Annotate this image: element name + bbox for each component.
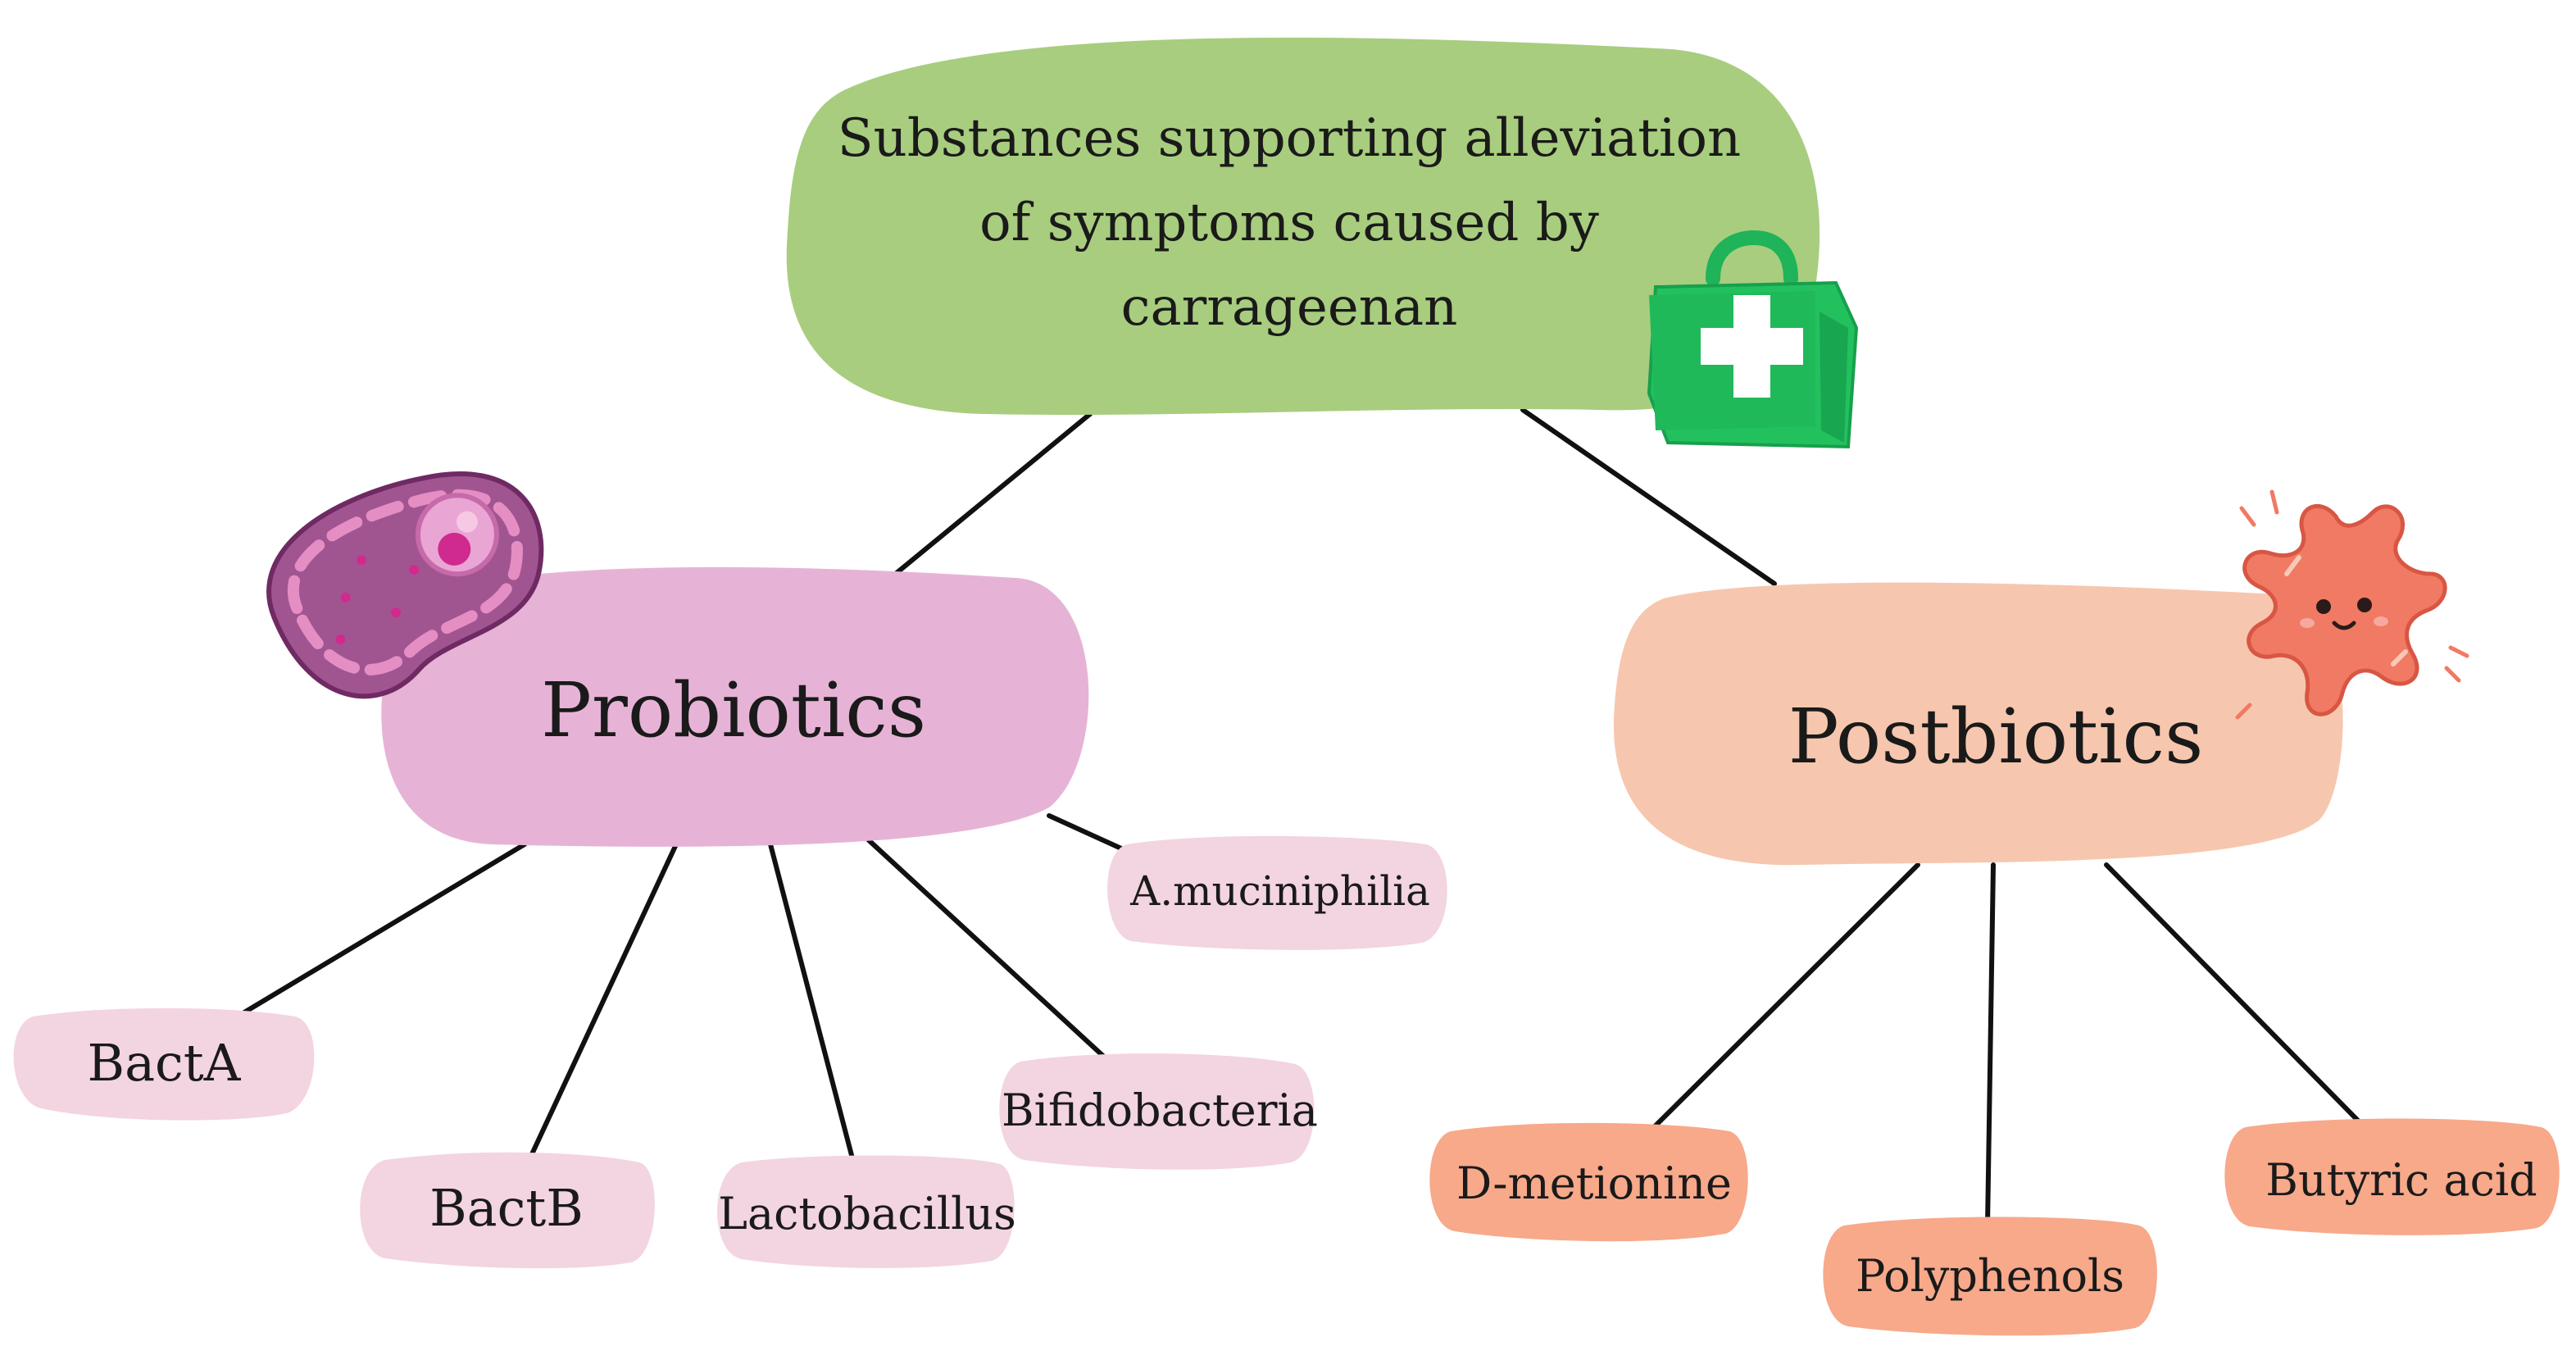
- postbiotics-blob: [1613, 582, 2343, 866]
- leaf-label-polyphenols: Polyphenols: [1856, 1250, 2124, 1302]
- root-line-1: Substances supporting alleviation: [838, 108, 1741, 169]
- leaf-bactb: BactB: [360, 1152, 655, 1269]
- root-line-3: carrageenan: [1121, 277, 1458, 338]
- root-line-2: of symptoms caused by: [979, 193, 1599, 253]
- root-blob: [786, 37, 1820, 416]
- postbiotics-label: Postbiotics: [1788, 693, 2204, 780]
- connector-dmetionine: [1651, 862, 1920, 1130]
- probiotics-blob: [381, 566, 1089, 847]
- connector-amuciniphilia: [1047, 813, 1124, 851]
- connectors: [242, 407, 2363, 1228]
- leaf-label-lactobacillus: Lactobacillus: [718, 1188, 1016, 1239]
- connector-root-probiotics: [881, 412, 1093, 586]
- germ-icon: [2235, 489, 2469, 720]
- leaf-label-bifidobacteria: Bifidobacteria: [1002, 1085, 1318, 1136]
- connector-root-postbiotics: [1520, 407, 1777, 586]
- probiotics-label: Probiotics: [541, 666, 926, 754]
- connector-butyric: [2104, 862, 2363, 1126]
- leaf-bifidobacteria: Bifidobacteria: [999, 1053, 1318, 1170]
- bacterium-icon: [266, 471, 544, 699]
- leaf-butyric: Butyric acid: [2224, 1118, 2560, 1235]
- postbiotics-node: Postbiotics: [1613, 582, 2343, 866]
- leaf-label-bactb: BactB: [429, 1178, 584, 1238]
- leaf-label-amuciniphilia: A.muciniphilia: [1129, 867, 1430, 915]
- connector-polyphenols: [1985, 862, 1996, 1228]
- connector-lactobacillus: [768, 842, 855, 1161]
- leaf-lactobacillus: Lactobacillus: [717, 1155, 1016, 1268]
- leaf-label-dmetionine: D-metionine: [1456, 1158, 1732, 1209]
- first-aid-kit-icon: [1647, 230, 1859, 449]
- leaf-label-butyric: Butyric acid: [2265, 1154, 2537, 1206]
- root-node: Substances supporting alleviation of sym…: [786, 37, 1820, 416]
- leaf-bacta: BactA: [13, 1007, 315, 1121]
- leaf-label-bacta: BactA: [88, 1033, 242, 1093]
- connector-bactb: [529, 842, 679, 1158]
- probiotics-node: Probiotics: [381, 566, 1089, 847]
- connector-bacta: [242, 842, 527, 1015]
- leaf-dmetionine: D-metionine: [1429, 1122, 1748, 1242]
- connector-bifidobacteria: [866, 838, 1107, 1060]
- leaf-amuciniphilia: A.muciniphilia: [1107, 835, 1447, 950]
- leaf-polyphenols: Polyphenols: [1823, 1217, 2157, 1336]
